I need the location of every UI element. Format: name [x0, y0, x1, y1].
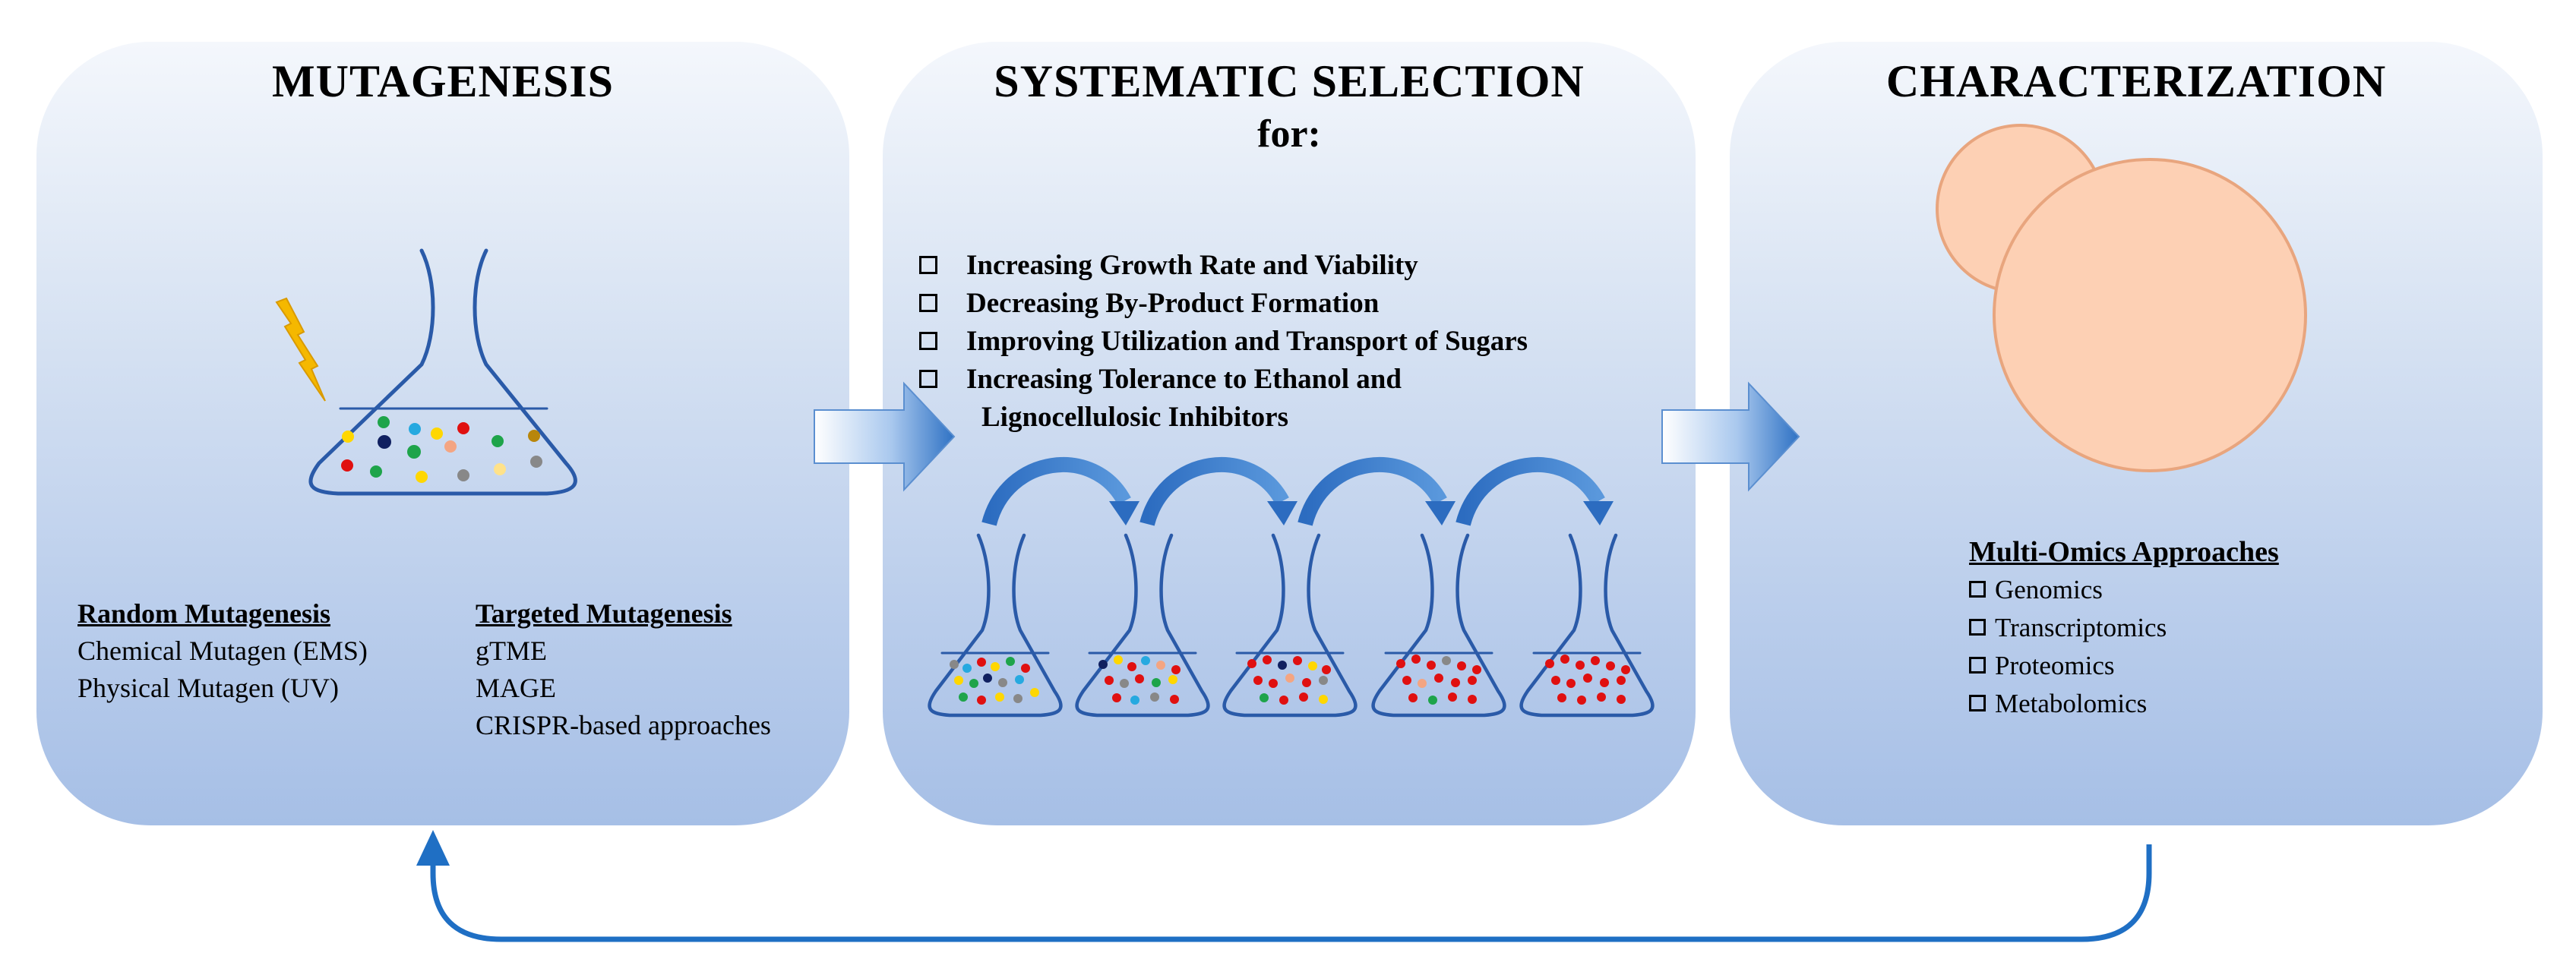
- omics-item: Proteomics: [1969, 647, 2279, 685]
- checkbox-icon: [1969, 656, 1986, 674]
- random-mutagenesis-block: Random Mutagenesis Chemical Mutagen (EMS…: [77, 595, 368, 707]
- particles: [341, 416, 542, 483]
- criterion-item: Increasing Tolerance to Ethanol and: [919, 361, 1528, 399]
- right-block-arrow: [1661, 381, 1800, 492]
- selection-title: SYSTEMATIC SELECTION: [994, 56, 1585, 106]
- omics-block: Multi-Omics Approaches Genomics Transcri…: [1969, 533, 2279, 723]
- random-item: Chemical Mutagen (EMS): [77, 636, 368, 666]
- characterization-title: CHARACTERIZATION: [1885, 56, 2387, 106]
- mutagenesis-title: MUTAGENESIS: [272, 56, 614, 106]
- checkbox-icon: [919, 369, 937, 388]
- checkbox-icon: [919, 293, 937, 312]
- omics-heading: Multi-Omics Approaches: [1969, 536, 2279, 568]
- random-mutagenesis-heading: Random Mutagenesis: [77, 598, 331, 629]
- erlenmeyer-flask-icon: [308, 248, 577, 496]
- feedback-arrow-head: [416, 830, 450, 866]
- omics-item: Genomics: [1969, 571, 2279, 609]
- targeted-item: CRISPR-based approaches: [476, 710, 771, 740]
- targeted-mutagenesis-heading: Targeted Mutagenesis: [476, 598, 732, 629]
- targeted-item: gTME: [476, 636, 547, 666]
- lightning-bolt-icon: [275, 297, 326, 402]
- yeast-cell-icon: [1936, 124, 2307, 472]
- checkbox-icon: [919, 255, 937, 274]
- random-item: Physical Mutagen (UV): [77, 673, 339, 703]
- checkbox-icon: [1969, 694, 1986, 711]
- selection-subtitle: for:: [1257, 112, 1321, 156]
- transfer-arrows: [981, 457, 1614, 526]
- criterion-item: Decreasing By-Product Formation: [919, 285, 1528, 323]
- particles: [950, 655, 1630, 705]
- erlenmeyer-flask-icon: [1519, 533, 1655, 718]
- checkbox-icon: [1969, 580, 1986, 598]
- criterion-item: Improving Utilization and Transport of S…: [919, 323, 1528, 361]
- omics-item: Metabolomics: [1969, 685, 2279, 723]
- erlenmeyer-flask-icon: [1371, 533, 1506, 718]
- targeted-item: MAGE: [476, 673, 556, 703]
- erlenmeyer-flask-icon: [1222, 533, 1358, 718]
- checkbox-icon: [1969, 618, 1986, 636]
- right-block-arrow: [814, 381, 956, 492]
- omics-item: Transcriptomics: [1969, 609, 2279, 647]
- erlenmeyer-flask-icon: [928, 533, 1063, 718]
- checkbox-icon: [919, 331, 937, 350]
- feedback-loop-arrow: [430, 844, 2152, 942]
- criterion-continuation: Lignocellulosic Inhibitors: [981, 402, 1288, 433]
- targeted-mutagenesis-block: Targeted Mutagenesis gTME MAGE CRISPR-ba…: [476, 595, 771, 744]
- erlenmeyer-flask-icon: [1075, 533, 1210, 718]
- criterion-item: Increasing Growth Rate and Viability: [919, 247, 1528, 285]
- selection-criteria-list: Increasing Growth Rate and Viability Dec…: [919, 247, 1528, 437]
